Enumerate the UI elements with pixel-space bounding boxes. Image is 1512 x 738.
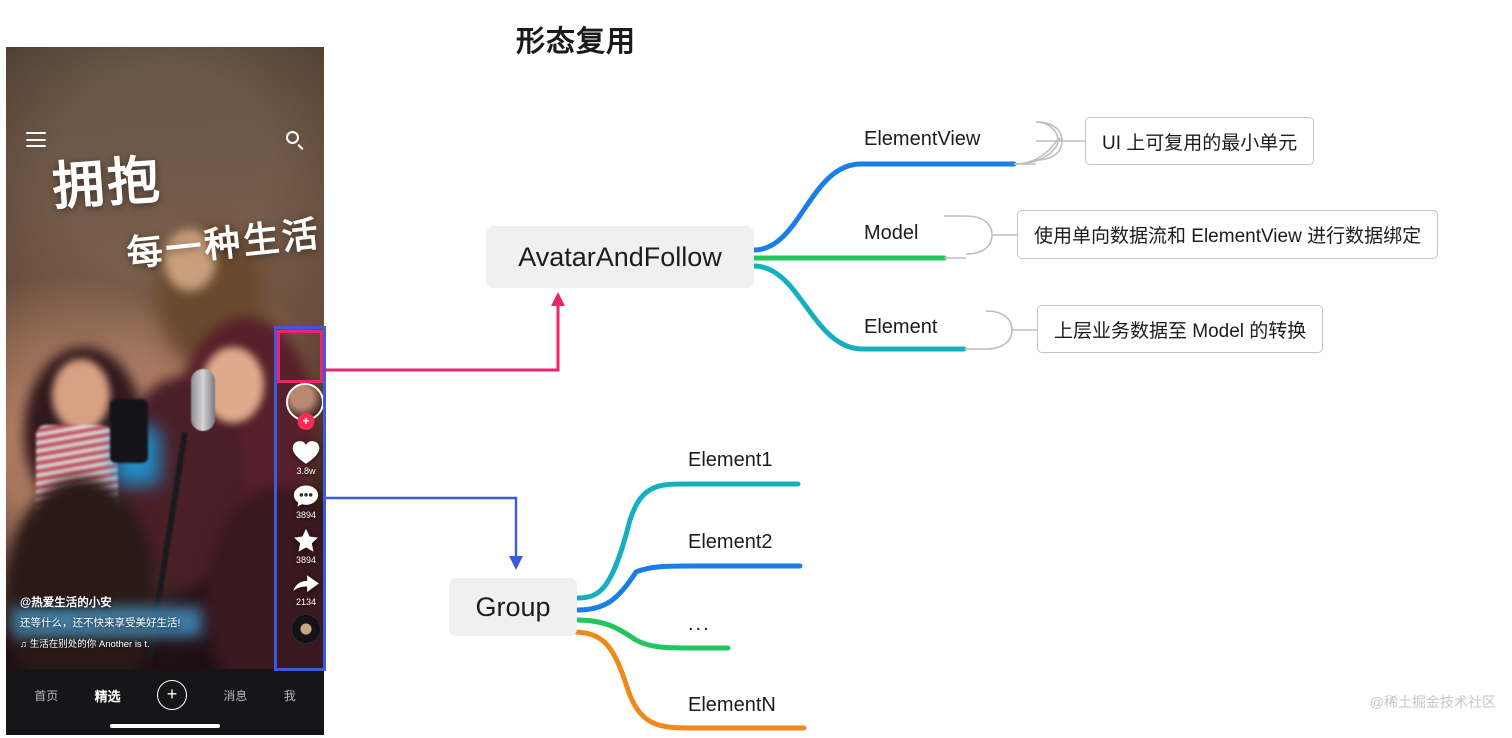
music-disc-icon[interactable] [291,614,321,644]
caption-username[interactable]: @热爱生活的小安 [20,597,112,609]
follow-plus-icon[interactable]: + [297,413,315,430]
desc-model: 使用单向数据流和 ElementView 进行数据绑定 [1017,210,1439,259]
label-elementn[interactable]: ElementN [688,694,776,716]
node-group[interactable]: Group [449,578,577,636]
like-button[interactable]: 3.8w [284,438,324,476]
elbow-1a [1013,137,1061,165]
label-ellipsis[interactable]: ... [688,613,711,635]
label-elementview[interactable]: ElementView [864,128,981,150]
heart-icon [292,441,320,464]
comment-icon [293,485,319,507]
elbow-1 [1013,121,1059,165]
nav-item-messages[interactable]: 消息 [223,688,248,703]
label-element2[interactable]: Element2 [688,531,773,553]
desc-elementview: UI 上可复用的最小单元 [1085,117,1315,165]
nav-item-home[interactable]: 首页 [34,688,59,703]
watermark: @稀土掘金技术社区 [1369,694,1496,710]
desc-element: 上层业务数据至 Model 的转换 [1037,305,1324,353]
favorite-count: 3894 [295,555,317,565]
video-crowd-graphic [6,47,324,735]
caption-music[interactable]: ♫ 生活在别处的你 Another is t. [20,639,150,650]
share-button[interactable]: 2134 [284,572,324,607]
nav-item-featured[interactable]: 精选 [94,688,121,704]
home-indicator [110,724,220,728]
callout-avatar-arrow [326,292,565,372]
comment-button[interactable]: 3894 [284,483,324,520]
video-calligraphy-line1: 拥抱 [50,149,165,218]
star-icon [294,528,318,552]
like-count: 3.8w [296,466,316,476]
callout-group-arrow [326,496,523,570]
caption-text: 还等什么，还不快来享受美好生活! [20,617,181,629]
video-caption: @热爱生活的小安 还等什么，还不快来享受美好生活! ♫ 生活在别处的你 Anot… [20,594,270,650]
node-avatar-and-follow[interactable]: AvatarAndFollow [486,226,754,288]
video-action-sidebar: + 3.8w 3894 3894 2134 [284,383,324,644]
label-element[interactable]: Element [864,316,938,338]
phone-screenshot: 拥抱 每一种生活 + 3.8w 3894 [6,47,324,735]
hamburger-menu-icon[interactable] [26,132,46,147]
avatar-follow-button[interactable]: + [284,383,324,431]
nav-item-profile[interactable]: 我 [283,688,296,703]
label-model[interactable]: Model [864,222,919,244]
label-element1[interactable]: Element1 [688,449,773,471]
search-icon[interactable] [286,131,304,151]
elbow-3 [985,310,1013,350]
share-count: 2134 [295,597,317,607]
elbow-2 [965,215,993,255]
page-title: 形态复用 [516,26,637,58]
comment-count: 3894 [295,510,317,520]
branch-element2 [574,563,803,613]
nav-create-button[interactable]: + [156,680,187,710]
share-icon [293,575,319,593]
favorite-button[interactable]: 3894 [284,527,324,565]
